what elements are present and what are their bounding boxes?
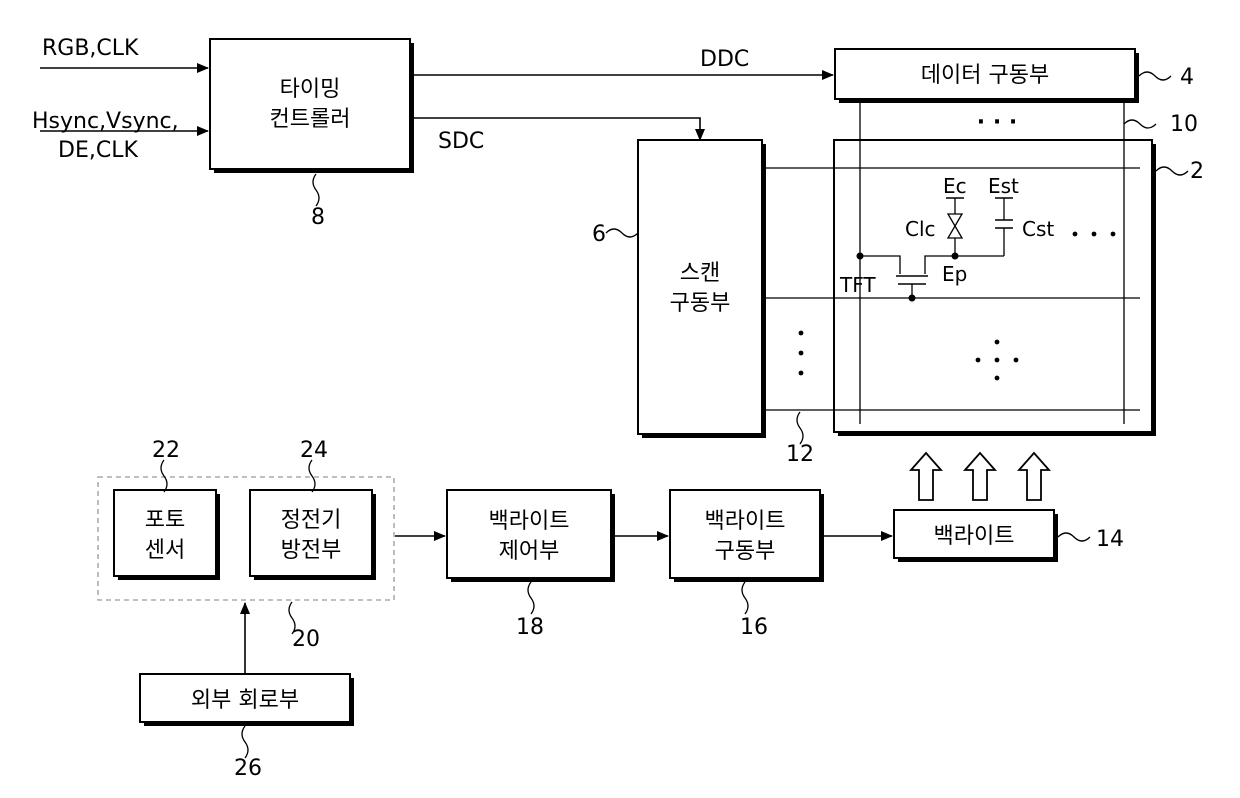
clc-label: Clc xyxy=(905,217,936,241)
esd-ref: 24 xyxy=(300,438,328,463)
up-arrow-icon-1 xyxy=(911,453,941,500)
photo-sensor-label-2: 센서 xyxy=(145,538,185,563)
backlight-block: 백라이트 14 xyxy=(894,510,1124,562)
external-circuit-block: 외부 회로부 26 xyxy=(140,603,354,781)
sensor-module-ref: 20 xyxy=(292,627,320,652)
data-driver-dots: · · · xyxy=(977,110,1017,135)
photo-sensor-block: 포토 센서 22 xyxy=(114,438,220,580)
scan-driver-label-1: 스캔 xyxy=(680,261,720,286)
est-label: Est xyxy=(988,174,1019,198)
esd-label-1: 정전기 xyxy=(281,508,342,533)
scan-driver-label-2: 구동부 xyxy=(670,291,731,316)
ddc-signal: DDC xyxy=(410,47,833,75)
scan-driver-ref: 6 xyxy=(592,222,606,247)
data-line-ref: 10 xyxy=(1170,112,1198,137)
input-sync-signals: Hsync,Vsync, DE,CLK xyxy=(32,109,208,163)
data-driver-label: 데이터 구동부 xyxy=(921,63,1049,88)
up-arrow-icon-2 xyxy=(965,453,995,500)
photo-sensor-ref: 22 xyxy=(152,438,180,463)
display-panel: 2 xyxy=(834,140,1204,436)
timing-controller-label-2: 컨트롤러 xyxy=(270,107,351,132)
data-line-ref-group: 10 xyxy=(1124,112,1198,137)
gate-line-ref-group: 12 xyxy=(786,412,814,467)
scan-driver-block: 스캔 구동부 6 xyxy=(592,140,766,438)
esd-block: 정전기 방전부 24 xyxy=(250,438,376,580)
ep-label: Ep xyxy=(942,262,967,286)
backlight-controller-label-2: 제어부 xyxy=(499,539,560,564)
timing-controller-ref: 8 xyxy=(311,205,325,230)
ec-label: Ec xyxy=(943,174,967,198)
timing-controller-label-1: 타이밍 xyxy=(280,77,341,102)
esd-label-2: 방전부 xyxy=(281,538,342,563)
external-circuit-label: 외부 회로부 xyxy=(191,688,299,713)
vertical-dots-left xyxy=(799,331,804,376)
panel-ref: 2 xyxy=(1190,159,1204,184)
input-de-clk-label: DE,CLK xyxy=(58,138,138,163)
backlight-driver-block: 백라이트 구동부 16 xyxy=(670,490,824,640)
backlight-light-arrows xyxy=(911,453,1049,500)
backlight-controller-label-1: 백라이트 xyxy=(489,509,570,534)
ddc-label: DDC xyxy=(700,47,749,72)
input-hsync-vsync-label: Hsync,Vsync, xyxy=(32,109,179,134)
external-circuit-ref: 26 xyxy=(234,756,262,781)
backlight-ref: 14 xyxy=(1096,527,1124,552)
sdc-label: SDC xyxy=(438,129,484,154)
backlight-controller-ref: 18 xyxy=(516,615,544,640)
backlight-controller-block: 백라이트 제어부 18 xyxy=(447,490,615,640)
input-rgb-clk-label: RGB,CLK xyxy=(42,36,139,61)
backlight-driver-ref: 16 xyxy=(740,615,768,640)
input-rgb-clk: RGB,CLK xyxy=(40,36,208,68)
cst-label: Cst xyxy=(1022,217,1054,241)
backlight-driver-label-2: 구동부 xyxy=(715,539,776,564)
backlight-driver-label-1: 백라이트 xyxy=(705,509,786,534)
timing-controller-block: 타이밍 컨트롤러 8 xyxy=(210,39,414,230)
gate-line-ref: 12 xyxy=(786,442,814,467)
backlight-label: 백라이트 xyxy=(934,524,1015,549)
data-driver-block: 데이터 구동부 4 · · · xyxy=(835,49,1194,135)
up-arrow-icon-3 xyxy=(1019,453,1049,500)
photo-sensor-label-1: 포토 xyxy=(145,508,185,533)
tft-label: TFT xyxy=(839,273,876,297)
data-driver-ref: 4 xyxy=(1180,65,1194,90)
